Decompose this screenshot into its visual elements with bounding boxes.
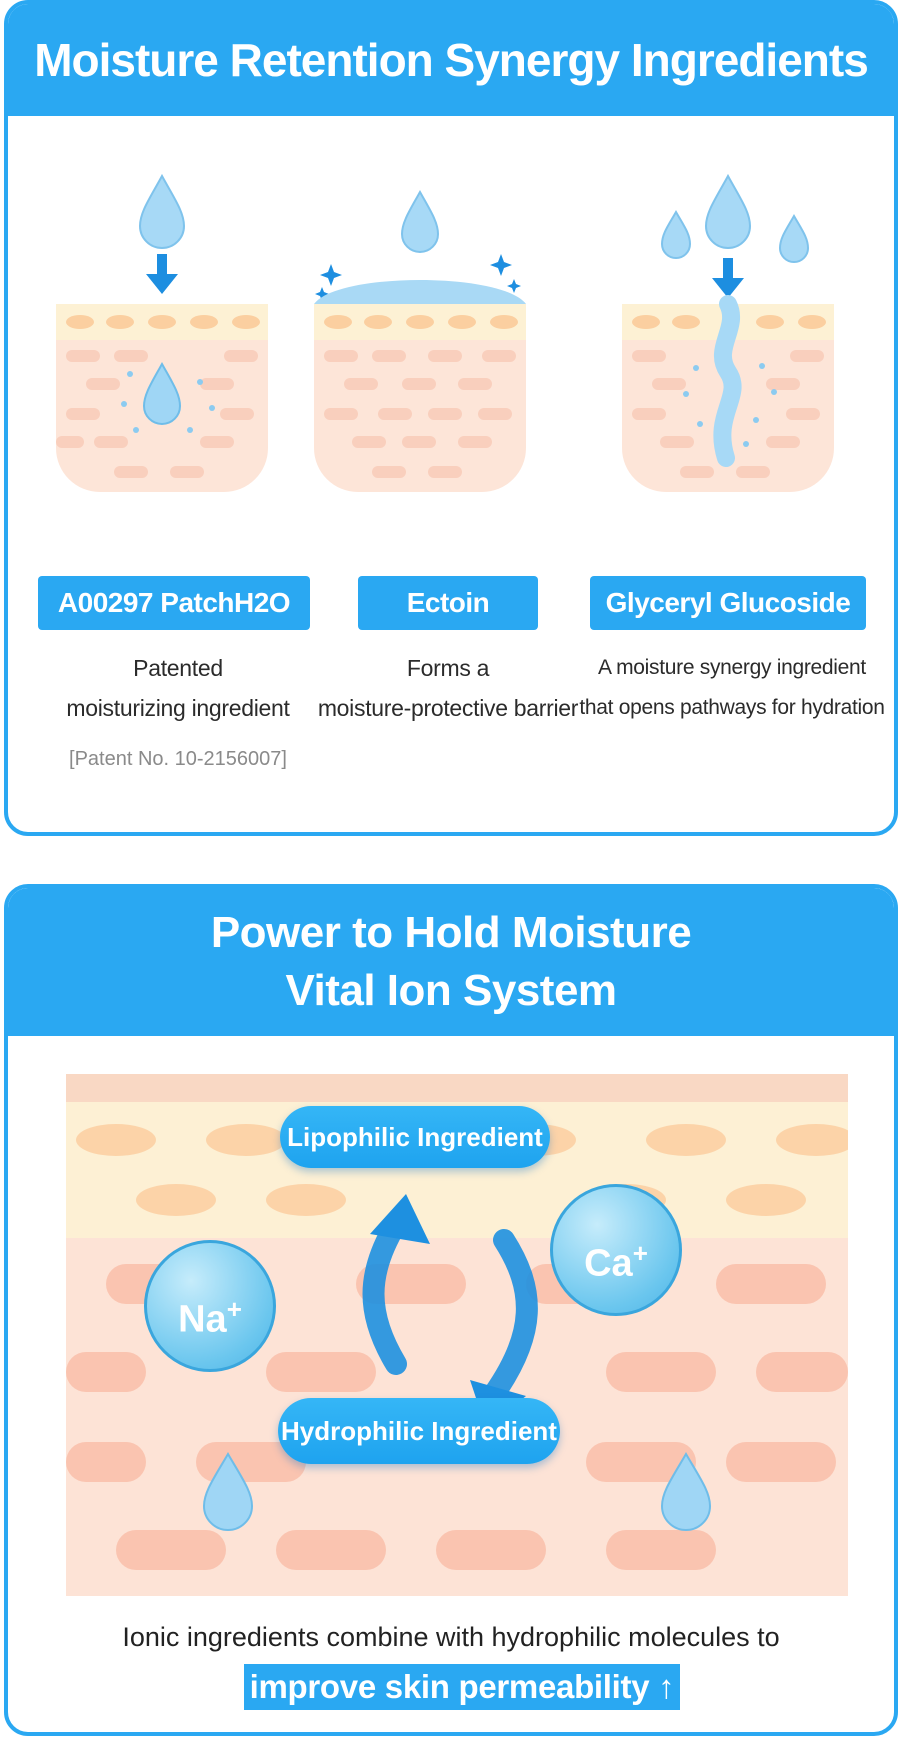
caption-highlight: improve skin permeability ↑ (244, 1664, 680, 1710)
lipophilic-ingredient-label: Lipophilic Ingredient (280, 1106, 550, 1168)
ingredient-name-ectoin: Ectoin (358, 576, 538, 630)
ion-symbol: Na (178, 1298, 227, 1341)
desc-line: A moisture synergy ingredient (598, 656, 866, 679)
title-line: Power to Hold Moisture (210, 908, 692, 957)
section1-title: Moisture Retention Synergy Ingredients (8, 4, 894, 116)
patent-number: [Patent No. 10-2156007] (69, 748, 287, 770)
ca-ion-bubble: Ca+ (550, 1184, 682, 1316)
na-ion-bubble: Na+ (144, 1240, 276, 1372)
ingredient-desc-ectoin: Forms a moisture-protective barrier (298, 648, 598, 728)
desc-line: moisture-protective barrier (317, 695, 579, 721)
hydrophilic-ingredient-label: Hydrophilic Ingredient (278, 1398, 560, 1464)
hydration-pathway-icon (622, 173, 834, 492)
moisture-synergy-card: Moisture Retention Synergy Ingredients (4, 0, 898, 836)
highlight-text: improve skin permeability (249, 1668, 650, 1705)
ion-symbol: Ca (584, 1242, 633, 1285)
desc-line: that opens pathways for hydration (579, 696, 885, 719)
title-line: Vital Ion System (285, 966, 617, 1015)
ingredient-desc-patchh2o: Patented moisturizing ingredient (18, 648, 338, 728)
ingredient-desc-glyceryl-glucoside: A moisture synergy ingredient that opens… (570, 648, 894, 728)
desc-line: Forms a (406, 655, 490, 681)
ingredient-name-patchh2o: A00297 PatchH2O (38, 576, 310, 630)
ion-charge: + (226, 1294, 242, 1324)
caption-line: Ionic ingredients combine with hydrophil… (122, 1622, 780, 1652)
barrier-dome-icon (314, 189, 526, 492)
ingredient-name-glyceryl-glucoside: Glyceryl Glucoside (590, 576, 866, 630)
ion-charge: + (632, 1238, 648, 1268)
vital-ion-card: Power to Hold Moisture Vital Ion System … (4, 884, 898, 1736)
desc-line: Patented (133, 655, 223, 681)
section2-title: Power to Hold Moisture Vital Ion System (8, 888, 894, 1036)
drop-penetrating-skin-icon (56, 173, 268, 492)
desc-line: moisturizing ingredient (66, 695, 290, 721)
up-arrow-icon: ↑ (658, 1668, 675, 1705)
